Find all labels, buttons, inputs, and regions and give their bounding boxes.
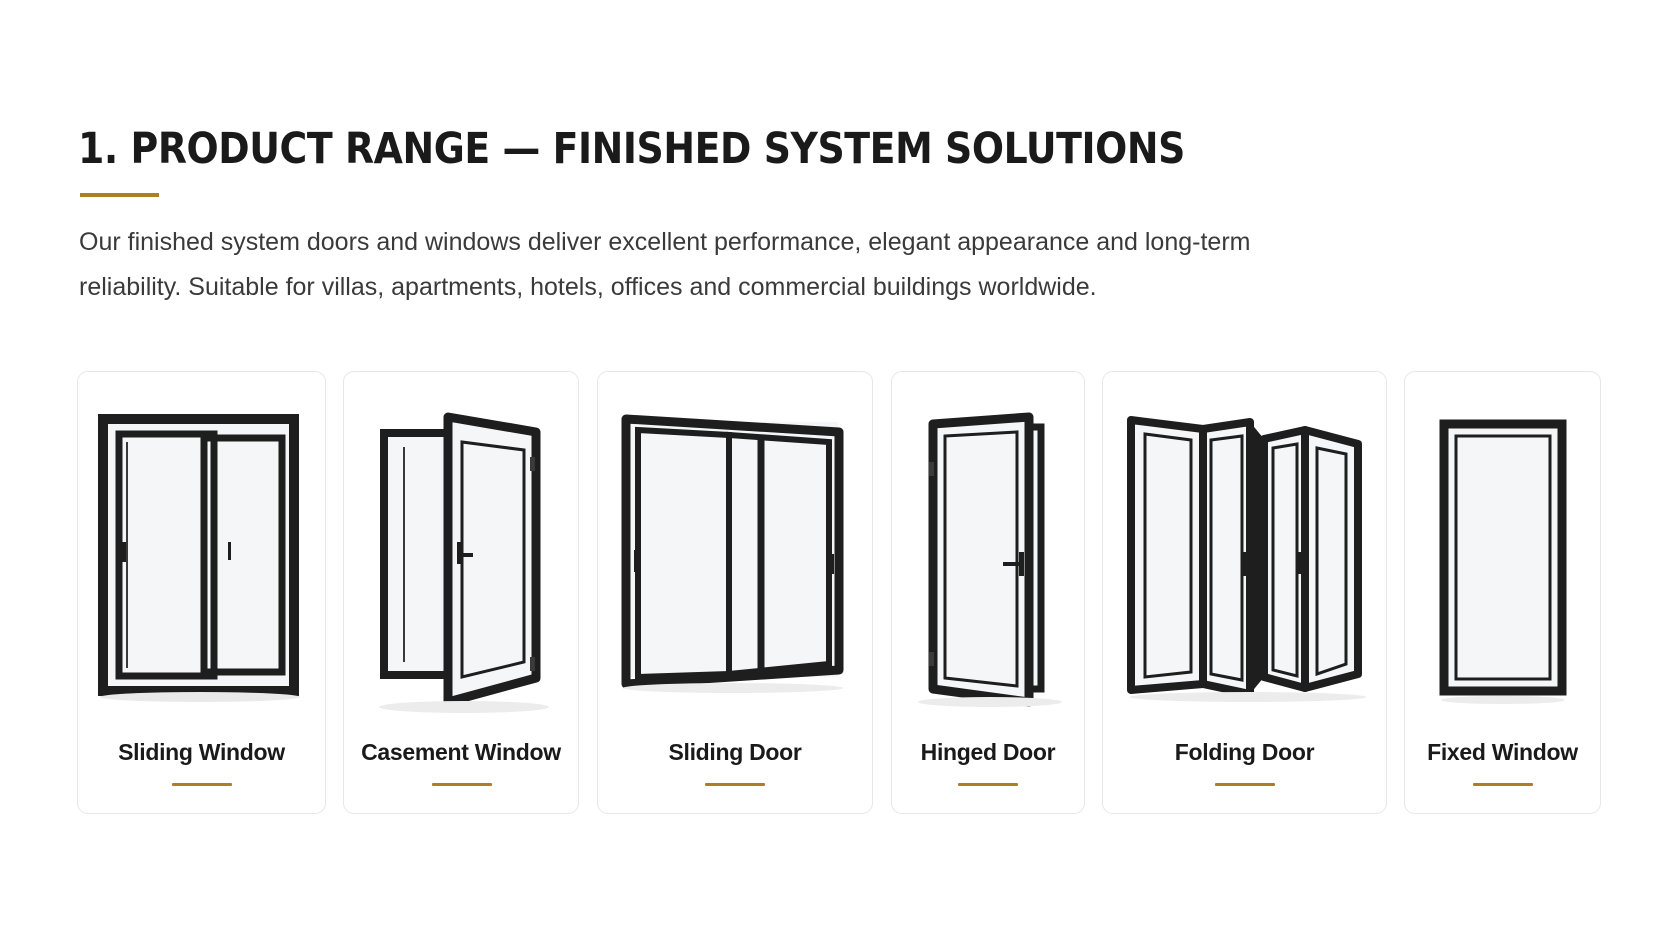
product-label: Sliding Window: [118, 739, 285, 765]
intro-line-1: Our finished system doors and windows de…: [79, 228, 1251, 256]
product-card-sliding-window[interactable]: Sliding Window: [77, 371, 326, 814]
product-card-sliding-door[interactable]: Sliding Door: [597, 371, 873, 814]
section-intro: Our finished system doors and windows de…: [79, 220, 1309, 310]
product-label: Folding Door: [1174, 739, 1315, 765]
sliding-window-icon: [98, 414, 300, 702]
product-underline: [958, 783, 1018, 786]
casement-window-icon: [379, 412, 549, 713]
intro-line-2: reliability. Suitable for villas, apartm…: [79, 273, 1097, 301]
product-label: Hinged Door: [920, 739, 1056, 765]
product-label: Sliding Door: [668, 739, 802, 765]
product-underline: [432, 783, 492, 786]
product-label: Fixed Window: [1427, 739, 1578, 765]
product-card-folding-door[interactable]: Folding Door: [1102, 371, 1387, 814]
section-title: 1. PRODUCT RANGE — FINISHED SYSTEM SOLUT…: [78, 124, 1185, 174]
product-underline: [1473, 783, 1533, 786]
sliding-door-icon: [621, 414, 844, 693]
product-underline: [172, 783, 232, 786]
product-card-hinged-door[interactable]: Hinged Door: [891, 371, 1085, 814]
product-card-casement-window[interactable]: Casement Window: [343, 371, 579, 814]
product-label: Casement Window: [361, 739, 561, 765]
product-underline: [1215, 783, 1275, 786]
product-underline: [705, 783, 765, 786]
product-card-fixed-window[interactable]: Fixed Window: [1404, 371, 1601, 814]
hinged-door-icon: [918, 412, 1062, 707]
folding-door-icon: [1127, 416, 1366, 702]
fixed-window-icon: [1439, 419, 1567, 704]
title-underline: [80, 193, 159, 197]
